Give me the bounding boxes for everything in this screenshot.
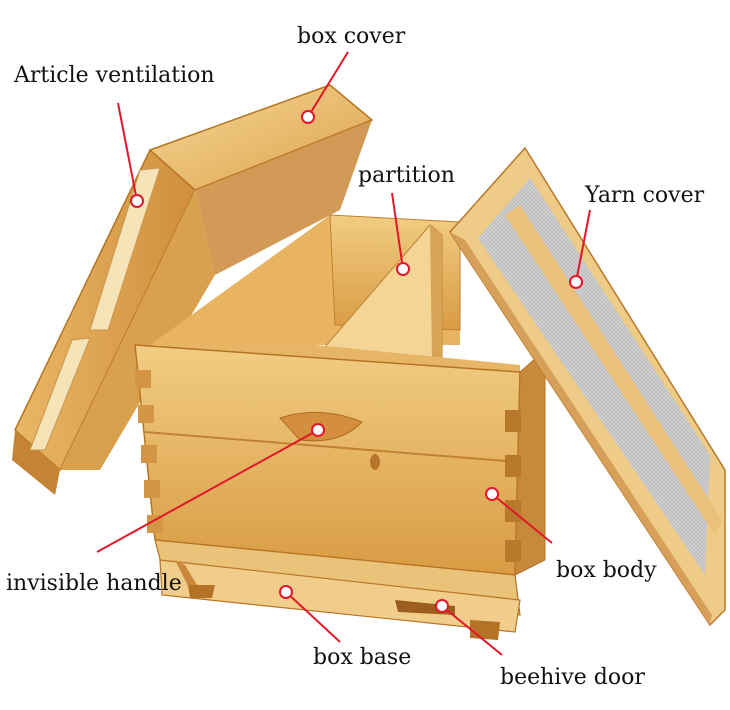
label-box-cover: box cover [297,24,406,49]
marker-invisible-handle [311,423,325,437]
marker-partition [396,262,410,276]
leader-box-base [285,591,341,643]
marker-box-body [485,487,499,501]
label-markers [130,110,583,613]
box-body [134,344,546,576]
box-cover-lid [12,84,374,495]
marker-box-cover [301,110,315,124]
box-base [154,539,521,640]
leader-beehive-door [441,605,503,656]
label-box-base: box base [313,645,412,670]
yarn-cover-screen [449,146,726,627]
leader-yarn-cover [575,209,591,283]
label-invisible-handle: invisible handle [6,571,182,596]
leader-box-body [491,493,553,544]
marker-box-base [279,585,293,599]
marker-beehive-door [435,599,449,613]
leader-invisible-handle [96,429,319,553]
leader-box-cover [307,51,349,118]
leader-lines [96,51,591,656]
label-yarn-cover: Yarn cover [585,183,705,208]
leader-partition [391,192,404,270]
label-partition: partition [358,163,455,188]
marker-article-ventilation [130,194,144,208]
leader-article-ventilation [117,102,138,202]
partition-board [316,224,443,371]
label-article-ventilation: Article ventilation [14,63,215,88]
marker-yarn-cover [569,275,583,289]
label-beehive-door: beehive door [500,665,645,690]
label-box-body: box body [556,558,657,583]
